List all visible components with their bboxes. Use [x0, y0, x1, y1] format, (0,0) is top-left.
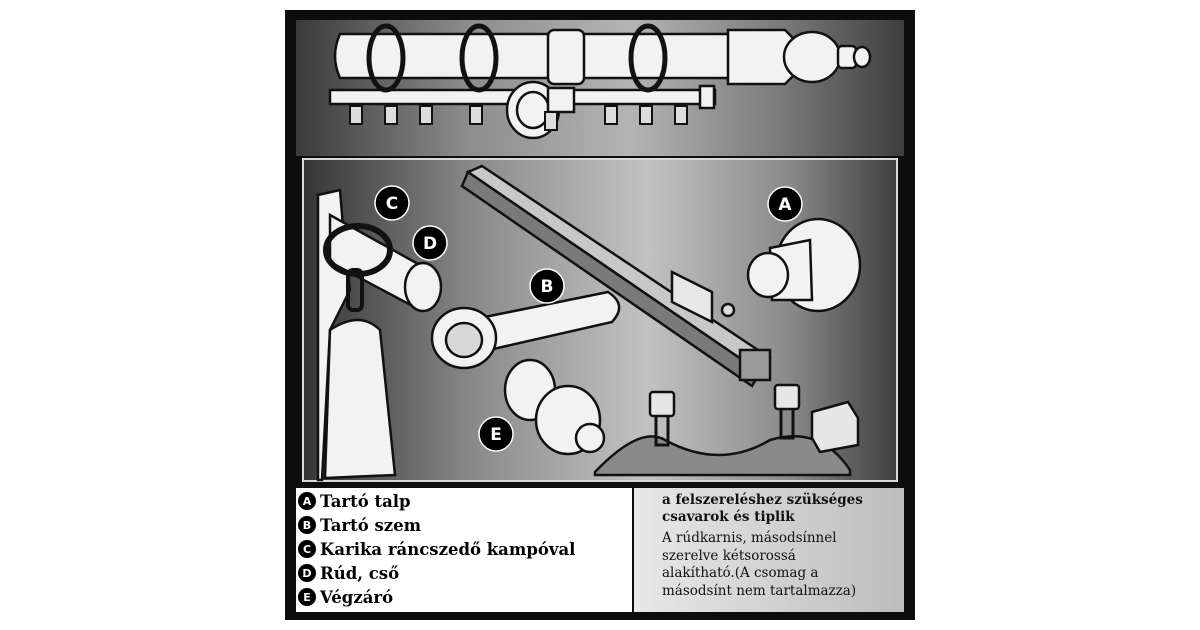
- top-finial-ball: [782, 30, 842, 84]
- label-a: A: [767, 186, 803, 222]
- legend-text: Karika ráncszedő kampóval: [320, 539, 576, 559]
- label-a-text: A: [778, 195, 792, 215]
- assembled-curtain-rod: [328, 23, 872, 140]
- track-end: [738, 348, 772, 382]
- legend-item-d: D Rúd, cső: [298, 562, 399, 584]
- top-ring-2: [459, 23, 499, 93]
- legend: A Tartó talp B Tartó szem C Karika ráncs…: [296, 488, 632, 612]
- glider-1: [648, 390, 676, 418]
- top-hook: [349, 105, 363, 125]
- top-ring-1: [366, 23, 406, 93]
- label-d: D: [412, 225, 448, 261]
- track-clamp: [670, 269, 714, 325]
- mounting-note: a felszereléshez szükséges csavarok és t…: [634, 488, 904, 612]
- curtain-hanging: [323, 318, 397, 480]
- note-body-line: másodsínt nem tartalmazza): [662, 582, 857, 599]
- top-rod-holder: [546, 28, 586, 86]
- label-b: B: [529, 268, 565, 304]
- top-rod: [333, 32, 742, 80]
- bracket-base-a: [746, 217, 862, 313]
- ring-c: [323, 223, 393, 277]
- label-c: C: [374, 185, 410, 221]
- finial-e-tip: [574, 422, 606, 454]
- top-hook: [544, 111, 558, 131]
- label-d-text: D: [423, 234, 437, 254]
- legend-item-a: A Tartó talp: [298, 490, 411, 512]
- note-body-line: A rúdkarnis, másodsínnel: [662, 530, 837, 546]
- legend-badge: E: [298, 588, 316, 606]
- top-hook: [604, 105, 618, 125]
- legend-text: Tartó szem: [320, 515, 422, 535]
- legend-item-c: C Karika ráncszedő kampóval: [298, 538, 575, 560]
- gliders-curtain: [593, 383, 860, 477]
- bracket-a-knob: [746, 251, 790, 299]
- legend-badge: C: [298, 540, 316, 558]
- rod-ring-curtain: [316, 188, 443, 482]
- top-track-endcap: [698, 84, 716, 110]
- label-b-text: B: [541, 277, 554, 297]
- rod-d-end: [403, 261, 443, 313]
- top-hook: [469, 105, 483, 125]
- label-e-text: E: [490, 425, 502, 445]
- note-body-line: szerelve kétsorossá: [662, 547, 796, 564]
- note-body: A rúdkarnis, másodsínnel szerelve kétsor…: [662, 530, 902, 600]
- note-heading: a felszereléshez szükséges csavarok és t…: [662, 492, 902, 526]
- legend-badge: B: [298, 516, 316, 534]
- top-ring-3: [628, 23, 668, 93]
- top-track-clamp: [546, 86, 576, 114]
- legend-badge: A: [298, 492, 316, 510]
- glider-2-hook: [779, 409, 795, 440]
- track-side-face: [460, 170, 762, 388]
- curtain-top-drape: [593, 435, 852, 477]
- holder-b-ring-inner: [444, 321, 484, 359]
- track-screw: [720, 302, 736, 318]
- rod-holder-b: [430, 290, 621, 370]
- top-hook: [674, 105, 688, 125]
- track-end-stop: [810, 400, 860, 454]
- label-a-circle: [767, 186, 803, 222]
- top-hook: [419, 105, 433, 125]
- second-track: [460, 164, 772, 388]
- top-hook: [384, 105, 398, 125]
- legend-text: Rúd, cső: [320, 563, 400, 583]
- legend-badge: D: [298, 564, 316, 582]
- label-d-circle: [412, 225, 448, 261]
- note-heading-line: a felszereléshez szükséges: [662, 492, 863, 508]
- legend-text: Végzáró: [320, 587, 394, 607]
- note-heading-line: csavarok és tiplik: [662, 509, 795, 525]
- legend-text: Tartó talp: [320, 491, 411, 511]
- note-body-line: alakítható.(A csomag a: [662, 565, 819, 581]
- finial-e: [503, 358, 606, 456]
- ring-c-hook: [346, 268, 364, 312]
- label-e-circle: [478, 416, 514, 452]
- glider-2: [773, 383, 801, 411]
- label-e: E: [478, 416, 514, 452]
- label-c-text: C: [386, 194, 398, 214]
- legend-item-e: E Végzáró: [298, 586, 393, 608]
- label-b-circle: [529, 268, 565, 304]
- glider-1-hook: [654, 416, 670, 447]
- top-hook: [639, 105, 653, 125]
- legend-item-b: B Tartó szem: [298, 514, 421, 536]
- holder-b-arm: [468, 290, 621, 354]
- label-c-circle: [374, 185, 410, 221]
- top-finial-tip: [852, 45, 872, 69]
